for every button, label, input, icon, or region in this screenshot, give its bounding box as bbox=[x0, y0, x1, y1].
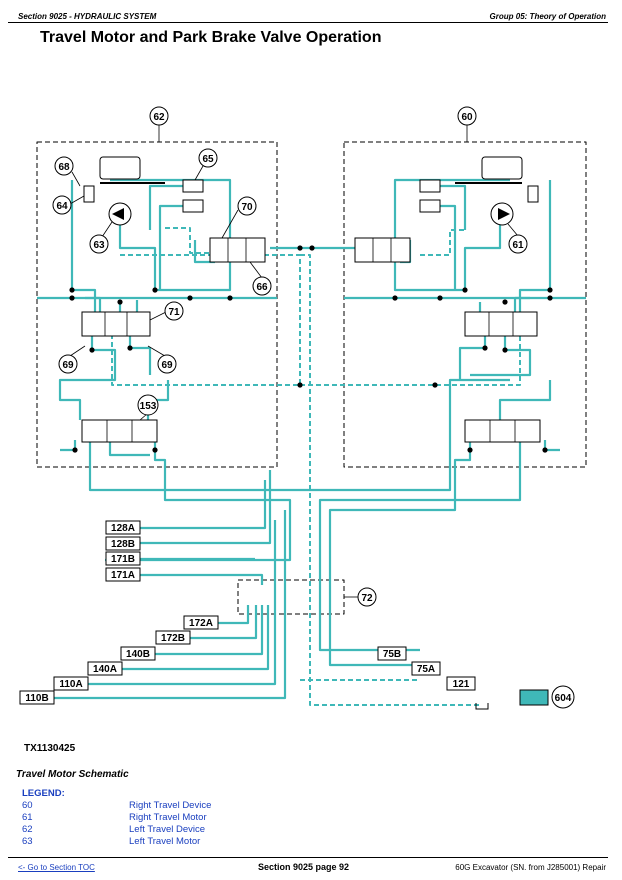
section-toc-link[interactable]: <- Go to Section TOC bbox=[18, 863, 95, 872]
model-info: 60G Excavator (SN. from J285001) Repair bbox=[455, 863, 606, 872]
callout-circles bbox=[52, 106, 575, 709]
port-labels-left: 128A 128B 171B 171A 172A 172B 140B 140A … bbox=[19, 520, 219, 705]
port-lines bbox=[54, 470, 287, 700]
right-device-lines bbox=[318, 178, 560, 667]
legend-number: 62 bbox=[22, 824, 33, 835]
legend-number: 60 bbox=[22, 800, 33, 811]
page-footer: <- Go to Section TOC Section 9025 page 9… bbox=[8, 857, 608, 878]
page-header: Section 9025 - HYDRAULIC SYSTEM Group 05… bbox=[8, 0, 608, 23]
left-travel-device-outline bbox=[36, 141, 278, 468]
line-color-key bbox=[519, 689, 549, 706]
callout-71: 71 bbox=[168, 307, 180, 318]
port-label: 172B bbox=[161, 633, 185, 644]
callout-72: 72 bbox=[361, 593, 373, 604]
port-label: 171B bbox=[111, 554, 135, 565]
group-title: Group 05: Theory of Operation bbox=[489, 12, 606, 21]
callout-604: 604 bbox=[555, 693, 572, 704]
port-label: 75B bbox=[383, 649, 401, 660]
legend-item: 60 Right Travel Device bbox=[22, 800, 322, 813]
callout-69-left: 69 bbox=[62, 360, 74, 371]
junction-dots bbox=[69, 245, 553, 453]
legend-item: 63 Left Travel Motor bbox=[22, 836, 322, 849]
port-label: 110A bbox=[59, 679, 82, 690]
callout-69-right: 69 bbox=[161, 360, 173, 371]
port-label: 140A bbox=[93, 664, 117, 675]
legend-description: Right Travel Motor bbox=[129, 812, 207, 823]
components bbox=[81, 156, 541, 443]
legend-number: 61 bbox=[22, 812, 33, 823]
callout-64: 64 bbox=[56, 201, 68, 212]
port-label: 128B bbox=[111, 539, 135, 550]
port-labels-right: 75B 75A 121 bbox=[377, 646, 476, 691]
callout-70: 70 bbox=[241, 202, 253, 213]
callout-153: 153 bbox=[140, 401, 157, 412]
legend-number: 63 bbox=[22, 836, 33, 847]
legend-description: Right Travel Device bbox=[129, 800, 212, 811]
page-number: Section 9025 page 92 bbox=[258, 862, 350, 872]
right-travel-device-outline bbox=[343, 141, 587, 468]
port-label: 75A bbox=[417, 664, 435, 675]
page-title: Travel Motor and Park Brake Valve Operat… bbox=[40, 29, 382, 46]
callout-68: 68 bbox=[58, 162, 70, 173]
callout-65: 65 bbox=[202, 154, 214, 165]
port-label: 121 bbox=[453, 679, 470, 690]
callout-numbers: 62 60 68 64 63 65 70 66 69 69 71 153 61 … bbox=[56, 112, 571, 704]
port-label: 171A bbox=[111, 570, 135, 581]
legend-item: 62 Left Travel Device bbox=[22, 824, 322, 837]
legend-description: Left Travel Motor bbox=[129, 836, 201, 847]
figure-caption: Travel Motor Schematic bbox=[16, 769, 129, 780]
callout-66: 66 bbox=[256, 282, 268, 293]
section-title: Section 9025 - HYDRAULIC SYSTEM bbox=[18, 12, 157, 21]
legend-description: Left Travel Device bbox=[129, 824, 206, 835]
tank-icon bbox=[475, 703, 489, 710]
legend-item: 61 Right Travel Motor bbox=[22, 812, 322, 825]
pilot-lines bbox=[111, 227, 521, 706]
port-label: 140B bbox=[126, 649, 150, 660]
motor-arrows bbox=[112, 208, 510, 220]
callout-62: 62 bbox=[153, 112, 165, 123]
hydraulic-schematic: 62 60 68 64 63 65 70 66 69 69 71 153 61 … bbox=[19, 106, 587, 710]
figure-id: TX1130425 bbox=[24, 743, 76, 754]
callout-60: 60 bbox=[461, 112, 473, 123]
valve-72-outline bbox=[237, 579, 345, 615]
valve-dividers bbox=[104, 238, 516, 442]
callout-61: 61 bbox=[512, 240, 524, 251]
left-device-lines bbox=[58, 178, 510, 562]
port-label: 172A bbox=[189, 618, 213, 629]
cross-rails bbox=[37, 246, 586, 300]
legend-title: LEGEND: bbox=[22, 788, 65, 799]
leader-lines bbox=[69, 124, 519, 598]
port-label: 110B bbox=[25, 693, 48, 704]
callout-63: 63 bbox=[93, 240, 105, 251]
port-label: 128A bbox=[111, 523, 135, 534]
